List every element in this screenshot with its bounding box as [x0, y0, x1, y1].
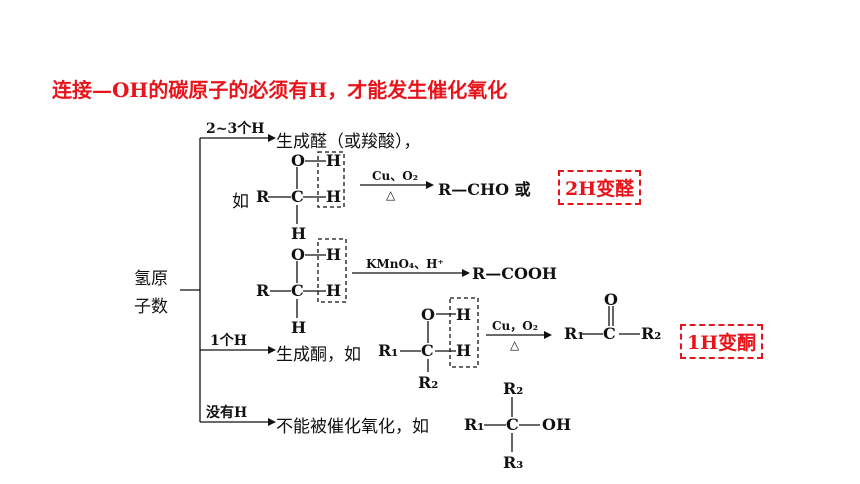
branch-text-aldehyde: 生成醛（或羧酸），	[276, 132, 421, 152]
product-acid: R—COOH	[472, 264, 558, 283]
atom-r1: R₁	[564, 324, 585, 343]
highlight-1h-ketone: 1H变酮	[680, 324, 764, 359]
atom-h: H	[326, 151, 342, 170]
atom-h: H	[291, 224, 307, 243]
page-title: 连接—OH的碳原子的必须有H，才能发生催化氧化	[52, 78, 508, 102]
atom-h: H	[326, 187, 342, 206]
reagent-kmno4: KMnO₄、H⁺	[366, 257, 444, 271]
atom-c: C	[291, 281, 304, 300]
heat-symbol: △	[510, 338, 520, 352]
atom-h: H	[456, 341, 472, 360]
atom-r2: R₂	[641, 324, 662, 343]
atom-r: R	[256, 187, 270, 206]
branch-text-no-oxidation: 不能被催化氧化，如	[276, 417, 429, 437]
branch-label-no-h: 没有H	[206, 405, 248, 421]
atom-r: R	[256, 281, 270, 300]
reagent-cu-o2: Cu、O₂	[372, 169, 418, 183]
example-prefix: 如	[232, 192, 249, 212]
heat-symbol: △	[386, 188, 396, 202]
atom-r3: R₃	[503, 453, 524, 472]
atom-c: C	[421, 341, 434, 360]
branch-label-1h: 1个H	[210, 333, 247, 349]
atom-r1: R₁	[378, 341, 399, 360]
atom-h: H	[456, 305, 472, 324]
atom-o: O	[291, 151, 305, 170]
root-label-line2: 子数	[134, 297, 168, 317]
branch-label-2-3h: 2~3个H	[206, 121, 265, 137]
atom-h: H	[326, 245, 342, 264]
atom-o: O	[291, 245, 305, 264]
atom-c: C	[603, 324, 616, 343]
atom-o: O	[604, 290, 618, 309]
atom-h: H	[326, 281, 342, 300]
atom-c: C	[506, 415, 519, 434]
root-label-line1: 氢原	[134, 269, 168, 289]
atom-r2: R₂	[418, 373, 439, 392]
atom-h: H	[291, 318, 307, 337]
highlight-2h-aldehyde: 2H变醛	[558, 170, 642, 205]
atom-r1: R₁	[464, 415, 485, 434]
atom-oh: OH	[542, 415, 572, 434]
atom-r2: R₂	[503, 379, 524, 398]
reagent-cu-o2: Cu，O₂	[492, 319, 538, 333]
atom-c: C	[291, 187, 304, 206]
product-aldehyde: R—CHO 或	[438, 180, 531, 199]
atom-o: O	[421, 305, 435, 324]
branch-text-ketone: 生成酮，如	[276, 345, 361, 365]
